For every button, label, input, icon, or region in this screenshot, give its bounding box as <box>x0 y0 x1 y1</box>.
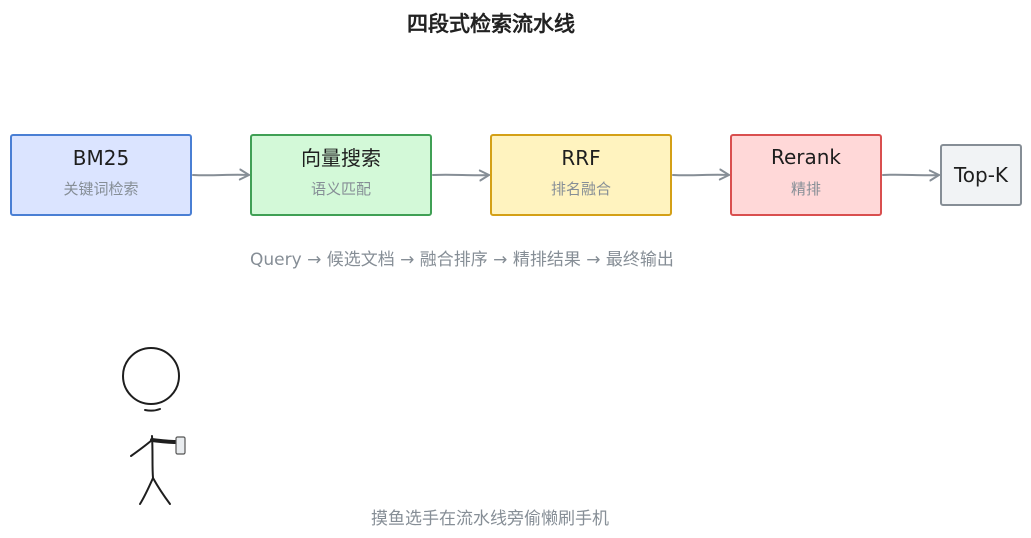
stage-vector-search-label: 向量搜索 <box>301 146 381 170</box>
figure-caption: 摸鱼选手在流水线旁偷懒刷手机 <box>371 509 609 529</box>
stage-rerank-sublabel: 精排 <box>791 180 821 198</box>
stick-figure-body <box>151 435 154 479</box>
stage-rerank: Rerank 精排 <box>730 134 882 216</box>
stage-bm25-label: BM25 <box>73 146 129 170</box>
stick-figure <box>122 347 186 505</box>
output-topk-box <box>940 144 1022 206</box>
stick-figure-right-leg <box>152 477 171 505</box>
flow-description: Query → 候选文档 → 融合排序 → 精排结果 → 最终输出 <box>250 250 674 270</box>
stick-figure-left-leg <box>139 477 154 505</box>
arrow-vector-to-rrf <box>432 169 490 182</box>
stage-bm25-box <box>10 134 192 216</box>
output-topk-label: Top-K <box>953 163 1009 187</box>
stick-figure-neck <box>144 408 161 412</box>
output-topk: Top-K <box>940 144 1022 206</box>
arrow-rerank-to-topk <box>882 169 940 182</box>
stage-vector-search-sublabel: 语义匹配 <box>311 180 371 198</box>
stage-rrf-sublabel: 排名融合 <box>551 180 611 198</box>
diagram-title: 四段式检索流水线 <box>407 12 575 36</box>
stage-rerank-box <box>730 134 882 216</box>
stage-rrf: RRF 排名融合 <box>490 134 672 216</box>
stick-figure-left-arm <box>130 439 153 457</box>
stick-figure-right-arm <box>150 438 178 444</box>
stage-bm25-sublabel: 关键词检索 <box>63 180 138 198</box>
phone-icon <box>175 436 186 455</box>
stage-vector-search-box <box>250 134 432 216</box>
stage-bm25: BM25 关键词检索 <box>10 134 192 216</box>
stage-rrf-box <box>490 134 672 216</box>
stick-figure-head <box>122 347 180 405</box>
arrow-rrf-to-rerank <box>672 168 730 181</box>
stage-vector-search: 向量搜索 语义匹配 <box>250 134 432 216</box>
stage-rrf-label: RRF <box>561 146 600 170</box>
stage-rerank-label: Rerank <box>771 145 841 169</box>
arrow-bm25-to-vector <box>192 168 250 181</box>
